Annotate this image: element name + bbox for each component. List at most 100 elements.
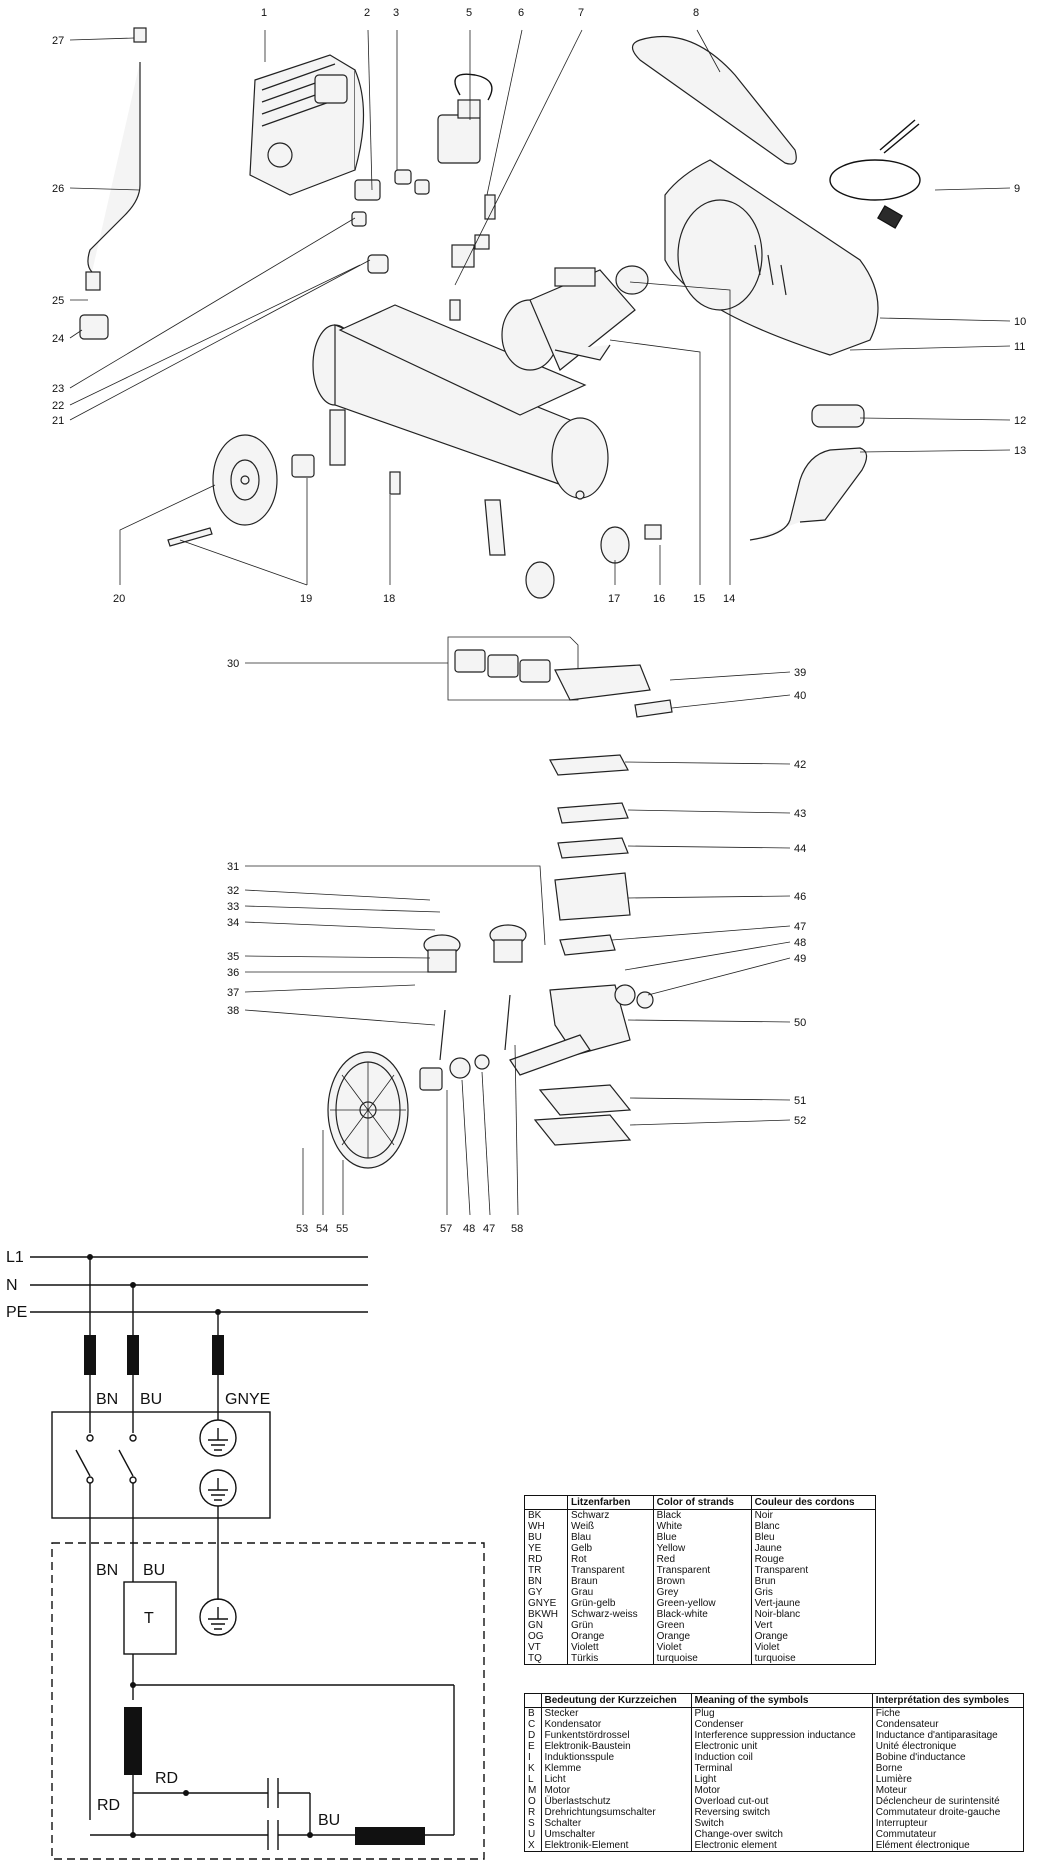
table-cell: Electronic unit — [690, 1741, 873, 1752]
callout-48-bottom: 48 — [463, 1223, 475, 1235]
table-cell: Violet — [750, 1642, 876, 1653]
column-header: Interprétation des symboles — [871, 1693, 1024, 1708]
callout-23: 23 — [52, 383, 64, 395]
table-cell: Gelb — [567, 1543, 654, 1554]
callout-1: 1 — [261, 7, 267, 19]
table-cell: Transparent — [652, 1565, 752, 1576]
callout-49: 49 — [794, 953, 806, 965]
table-cell: Elektronik-Baustein — [540, 1741, 692, 1752]
table-cell: C — [528, 1719, 536, 1730]
table-cell: Déclencheur de surintensité — [871, 1796, 1024, 1807]
table-cell: Plug — [690, 1707, 873, 1719]
pressure-switch — [437, 73, 493, 164]
table-cell: Überlastschutz — [540, 1796, 692, 1807]
callout-47-top: 47 — [794, 921, 806, 933]
callout-2: 2 — [364, 7, 370, 19]
table-cell: Green-yellow — [652, 1598, 752, 1609]
table-cell: I — [528, 1752, 531, 1763]
table-cell: Blue — [652, 1532, 752, 1543]
table-cell: O — [528, 1796, 536, 1807]
callout-leaders — [69, 29, 1011, 1216]
callout-25: 25 — [52, 295, 64, 307]
table-cell: Black-white — [652, 1609, 752, 1620]
table-cell: Light — [690, 1774, 873, 1785]
table-cell: WH — [528, 1521, 545, 1532]
motor-winding-main — [124, 1707, 142, 1775]
table-cell: Weiß — [567, 1521, 654, 1532]
table-cell: Gris — [750, 1587, 876, 1598]
wire-label-gnye: GNYE — [225, 1391, 270, 1408]
column-header — [524, 1693, 542, 1708]
table-cell: Induktionsspule — [540, 1752, 692, 1763]
table-cell: Motor — [690, 1785, 873, 1796]
callout-52: 52 — [794, 1115, 806, 1127]
callout-26: 26 — [52, 183, 64, 195]
table-cell: BK — [528, 1510, 542, 1521]
table-cell: Violet — [652, 1642, 752, 1653]
table-cell: GY — [528, 1587, 543, 1598]
table-cell: Grau — [567, 1587, 654, 1598]
callout-24: 24 — [52, 333, 64, 345]
table-cell: Electronic element — [690, 1840, 873, 1852]
rail-label-l1: L1 — [6, 1249, 24, 1266]
air-tank — [312, 304, 609, 556]
table-cell: Bleu — [750, 1532, 876, 1543]
callout-3: 3 — [393, 7, 399, 19]
table-cell: Vert-jaune — [750, 1598, 876, 1609]
callout-22: 22 — [52, 400, 64, 412]
table-cell: Rot — [567, 1554, 654, 1565]
callout-42: 42 — [794, 759, 806, 771]
wire-label-bu-cap: BU — [318, 1812, 340, 1829]
callout-55: 55 — [336, 1223, 348, 1235]
earth-symbol-1 — [199, 1419, 237, 1457]
table-cell: M — [528, 1785, 537, 1796]
callout-51: 51 — [794, 1095, 806, 1107]
table-cell: Bobine d'inductance — [871, 1752, 1024, 1763]
callout-numbers: 1 2 3 5 6 7 8 9 10 11 12 13 14 15 16 17 … — [52, 7, 1026, 1235]
table-cell: Overload cut-out — [690, 1796, 873, 1807]
table-cell: BN — [528, 1576, 542, 1587]
table-cell: R — [528, 1807, 536, 1818]
callout-47-bottom: 47 — [483, 1223, 495, 1235]
callout-57: 57 — [440, 1223, 452, 1235]
callout-5: 5 — [466, 7, 472, 19]
belt-guard — [664, 159, 879, 356]
table-cell: Blanc — [750, 1521, 876, 1532]
table-cell: E — [528, 1741, 535, 1752]
column-header: Bedeutung der Kurzzeichen — [540, 1693, 692, 1708]
callout-7: 7 — [578, 7, 584, 19]
table-cell: X — [528, 1840, 535, 1851]
callout-44: 44 — [794, 843, 806, 855]
table-cell: Orange — [750, 1631, 876, 1642]
callout-9: 9 — [1014, 183, 1020, 195]
callout-34: 34 — [227, 917, 239, 929]
table-cell: GNYE — [528, 1598, 557, 1609]
callout-31: 31 — [227, 861, 239, 873]
table-cell: Green — [652, 1620, 752, 1631]
table-cell: Transparent — [750, 1565, 876, 1576]
pump-exploded-view — [327, 636, 673, 1169]
callout-16: 16 — [653, 593, 665, 605]
table-cell: Schwarz — [567, 1509, 654, 1521]
table-cell: Moteur — [871, 1785, 1024, 1796]
table-cell: TR — [528, 1565, 542, 1576]
table-cell: Blau — [567, 1532, 654, 1543]
table-cell: Funkentstördrossel — [540, 1730, 692, 1741]
table-cell: Commutateur — [871, 1829, 1024, 1840]
power-cord — [829, 119, 921, 229]
table-cell: Violett — [567, 1642, 654, 1653]
table-cell: Licht — [540, 1774, 692, 1785]
callout-32: 32 — [227, 885, 239, 897]
callout-53: 53 — [296, 1223, 308, 1235]
callout-48-top: 48 — [794, 937, 806, 949]
